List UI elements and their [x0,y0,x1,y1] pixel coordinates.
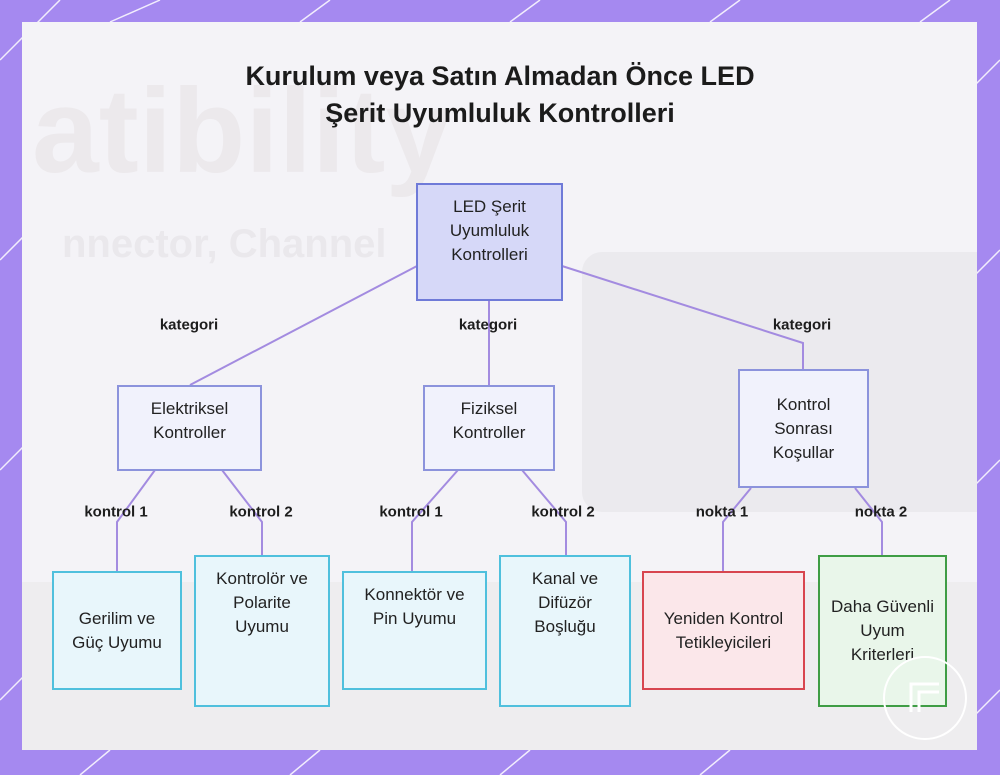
leaf-recheck-triggers: Yeniden Kontrol Tetikleyicileri [642,571,805,690]
edge-physical-connector [412,470,458,572]
edge-root-electrical [190,266,417,385]
category-electrical: Elektriksel Kontroller [117,385,262,471]
category-label: Fiziksel Kontroller [433,397,545,445]
edge-label-category: kategori [459,317,517,334]
edge-label-check-2: kontrol 2 [531,504,594,521]
edge-post-safer [855,488,882,555]
edge-label-check-2: kontrol 2 [229,504,292,521]
edge-post-recheck [723,488,751,572]
edge-label-point-1: nokta 1 [696,504,749,521]
leaf-connector-pin: Konnektör ve Pin Uyumu [342,571,487,690]
root-node-label: LED Şerit Uyumluluk Kontrolleri [426,195,553,267]
edge-root-post [562,266,803,370]
edge-label-category: kategori [160,317,218,334]
category-label: Elektriksel Kontroller [127,397,252,445]
leaf-label: Konnektör ve Pin Uyumu [352,583,477,631]
edge-label-check-1: kontrol 1 [379,504,442,521]
leaf-channel-diffuser: Kanal ve Difüzör Boşluğu [499,555,631,707]
category-post-check: Kontrol Sonrası Koşullar [738,369,869,488]
leaf-voltage-power: Gerilim ve Güç Uyumu [52,571,182,690]
leaf-label: Kontrolör ve Polarite Uyumu [204,567,320,639]
edge-label-category: kategori [773,317,831,334]
edge-label-point-2: nokta 2 [855,504,908,521]
leaf-label: Kanal ve Difüzör Boşluğu [509,567,621,639]
category-label: Kontrol Sonrası Koşullar [748,393,859,465]
edge-electrical-voltage [117,470,155,572]
edge-label-check-1: kontrol 1 [84,504,147,521]
leaf-controller-polarity: Kontrolör ve Polarite Uyumu [194,555,330,707]
category-physical: Fiziksel Kontroller [423,385,555,471]
brand-logo-icon [883,656,967,740]
root-node: LED Şerit Uyumluluk Kontrolleri [416,183,563,301]
leaf-label: Yeniden Kontrol Tetikleyicileri [652,607,795,655]
leaf-label: Gerilim ve Güç Uyumu [62,607,172,655]
